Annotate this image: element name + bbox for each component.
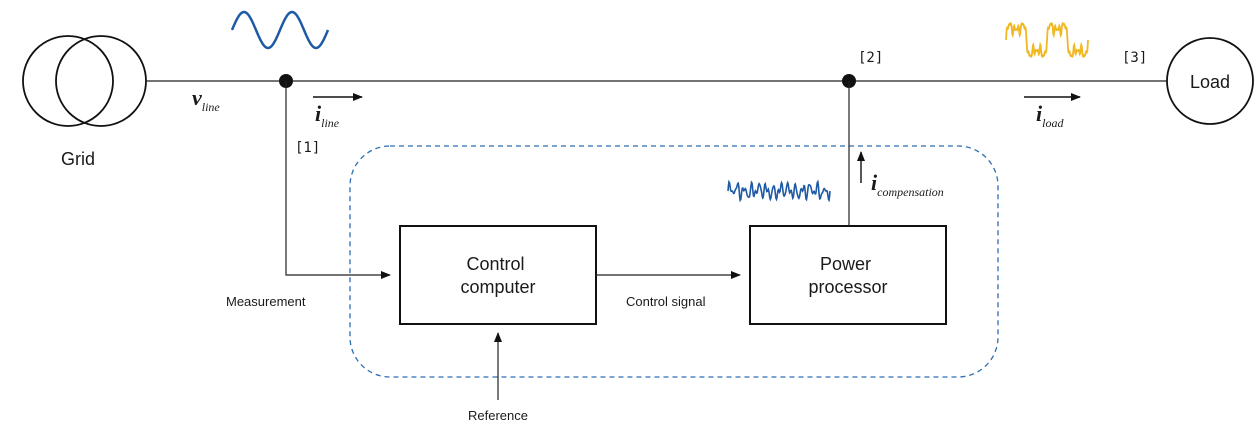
filter-boundary	[349, 145, 999, 378]
measurement-label: Measurement	[226, 294, 306, 309]
control-computer-label: Control computer	[460, 254, 535, 297]
node-label-3: [3]	[1122, 50, 1147, 66]
i-compensation-symbol: icompensation	[871, 170, 944, 199]
load-label: Load	[1190, 72, 1230, 92]
reference-label: Reference	[468, 408, 528, 423]
sine-wave-icon	[230, 10, 330, 50]
grid-label: Grid	[61, 149, 95, 169]
control-computer-block	[399, 225, 597, 325]
transformer-icon	[22, 35, 147, 127]
v-line-symbol: vline	[192, 85, 220, 114]
node-label-2: [2]	[858, 50, 883, 66]
measurement-line	[285, 81, 391, 279]
control-signal-label: Control signal	[626, 294, 706, 309]
noise-wave-icon	[727, 179, 831, 203]
i-line-symbol: iline	[315, 101, 340, 130]
node-label-1: [1]	[295, 140, 320, 156]
load-circle	[1166, 37, 1254, 125]
i-load-symbol: iload	[1036, 101, 1064, 130]
distorted-wave-icon	[1005, 21, 1089, 59]
power-processor-label: Power processor	[808, 254, 887, 297]
power-processor-block	[749, 225, 947, 325]
